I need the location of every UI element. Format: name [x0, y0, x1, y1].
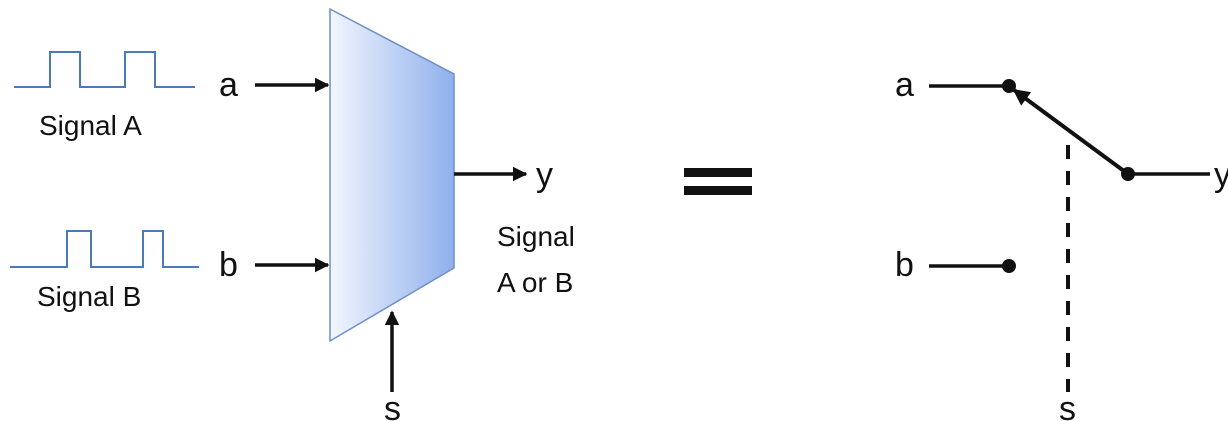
- mux-select-label: s: [384, 390, 401, 421]
- signal-a-caption: Signal A: [39, 110, 142, 141]
- multiplexer: Signal A Signal B a b y Signal A or B s: [10, 7, 575, 421]
- signal-a-waveform: [14, 51, 195, 88]
- mux-output-caption-line2: A or B: [497, 267, 573, 298]
- mux-output-label: y: [536, 156, 553, 194]
- switch-output-label: y: [1214, 156, 1228, 194]
- switch-lever-arrow: [1012, 88, 1130, 176]
- mux-body: [329, 7, 455, 343]
- switch-input-a-label: a: [895, 66, 914, 104]
- switch-select-label: s: [1059, 390, 1076, 421]
- equals-bar-top: [684, 168, 752, 177]
- switch-contact-a: [1002, 79, 1016, 93]
- switch-equivalent: a b y s: [895, 66, 1228, 421]
- equals-sign: [684, 168, 752, 195]
- signal-b-caption: Signal B: [37, 281, 141, 312]
- switch-input-b-label: b: [895, 246, 914, 284]
- equals-bar-bottom: [684, 186, 752, 195]
- mux-input-a-label: a: [219, 66, 238, 104]
- switch-contact-b: [1002, 259, 1016, 273]
- mux-output-caption-line1: Signal: [497, 221, 575, 252]
- mux-input-b-label: b: [219, 246, 238, 284]
- signal-b-waveform: [10, 230, 199, 268]
